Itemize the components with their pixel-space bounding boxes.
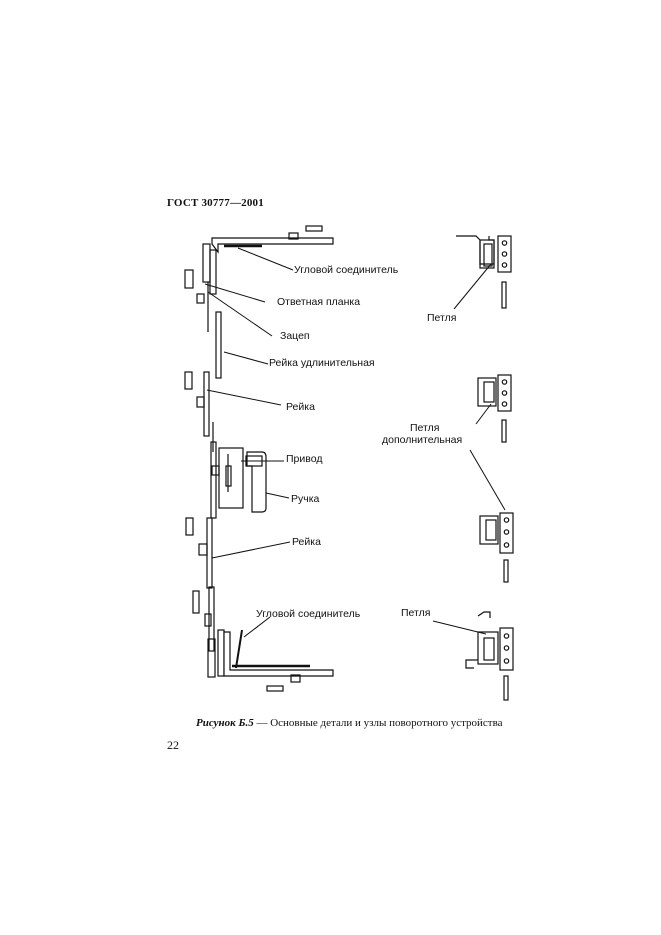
label-extension-rail: Рейка удлинительная [269, 357, 375, 369]
hinge-bottom-part [465, 611, 514, 701]
document-header: ГОСТ 30777—2001 [167, 197, 264, 209]
label-drive: Привод [286, 453, 323, 465]
hinge-top-part [456, 235, 512, 309]
label-rail-1: Рейка [286, 401, 315, 413]
page-number: 22 [167, 738, 179, 752]
label-corner-connector-top: Угловой соединитель [294, 264, 399, 276]
label-strike-plate: Ответная планка [277, 296, 361, 308]
label-rail-2: Рейка [292, 536, 321, 548]
rail-1-part [184, 371, 214, 452]
drive-handle-part [210, 441, 267, 519]
corner-connector-top-part [184, 225, 334, 332]
figure-caption-text: — Основные детали и узлы поворотного уст… [253, 717, 503, 729]
label-hinge-extra-line1: Петля [410, 422, 440, 434]
label-hinge-extra-line2: дополнительная [382, 434, 463, 446]
corner-connector-bottom-part [192, 586, 334, 692]
label-hook: Зацеп [280, 330, 310, 342]
figure-number: Рисунок Б.5 [196, 717, 254, 729]
rail-2-part [185, 517, 213, 589]
hinge-extra-2-part [479, 512, 514, 583]
leader-lines [204, 247, 506, 638]
extension-rail-part [215, 311, 222, 379]
label-handle: Ручка [291, 493, 320, 505]
figure-caption: Рисунок Б.5 — Основные детали и узлы пов… [196, 717, 503, 729]
label-hinge-bottom: Петля [401, 607, 431, 619]
label-hinge-top: Петля [427, 312, 457, 324]
label-corner-connector-bottom: Угловой соединитель [256, 608, 361, 620]
hinge-extra-1-part [477, 374, 512, 443]
